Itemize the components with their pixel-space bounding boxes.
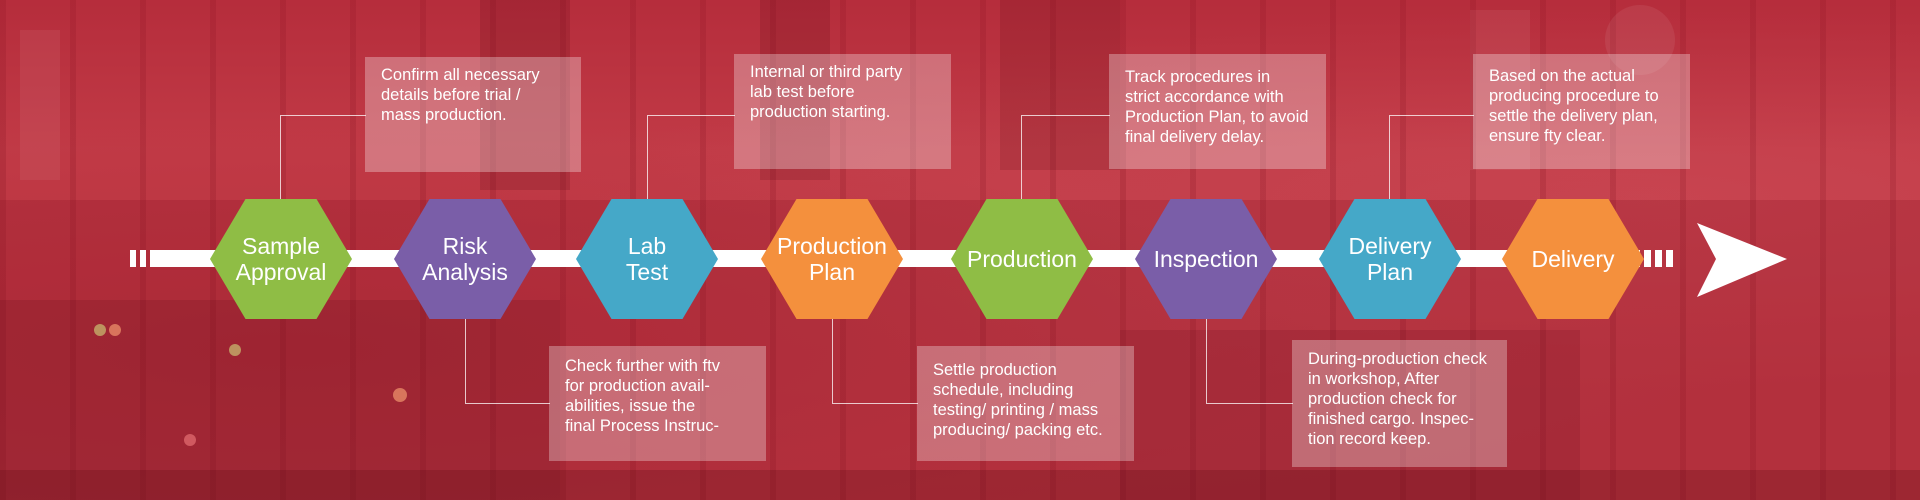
connector-bottom-1 — [465, 317, 550, 404]
note-risk-analysis: Check further with ftv for production av… — [549, 346, 766, 461]
step-label: Delivery — [1531, 246, 1615, 272]
connector-bottom-3 — [1206, 317, 1293, 404]
step-label: Delivery Plan — [1348, 233, 1432, 285]
note-sample-approval: Confirm all necessary details before tri… — [365, 57, 581, 172]
step-label: Inspection — [1153, 246, 1259, 272]
step-label: Lab Test — [625, 233, 669, 285]
connector-top-3 — [1021, 115, 1110, 201]
note-lab-test: Internal or third party lab test before … — [734, 54, 951, 169]
step-label: Risk Analysis — [422, 233, 508, 285]
connector-top-1 — [280, 115, 366, 201]
step-lab-test: Lab Test — [576, 199, 718, 319]
note-delivery-plan: Based on the actual producing procedure … — [1473, 54, 1690, 169]
connector-bottom-2 — [832, 317, 918, 404]
note-production-plan: Settle production schedule, including te… — [917, 346, 1134, 461]
connector-top-2 — [647, 115, 735, 201]
step-label: Sample Approval — [235, 233, 327, 285]
step-label: Production Plan — [777, 233, 887, 285]
connector-top-4 — [1389, 115, 1474, 201]
step-production-plan: Production Plan — [761, 199, 903, 319]
note-inspection: During-production check in workshop, Aft… — [1292, 340, 1507, 467]
note-production: Track procedures in strict accordance wi… — [1109, 54, 1326, 169]
step-label: Production — [967, 246, 1077, 272]
